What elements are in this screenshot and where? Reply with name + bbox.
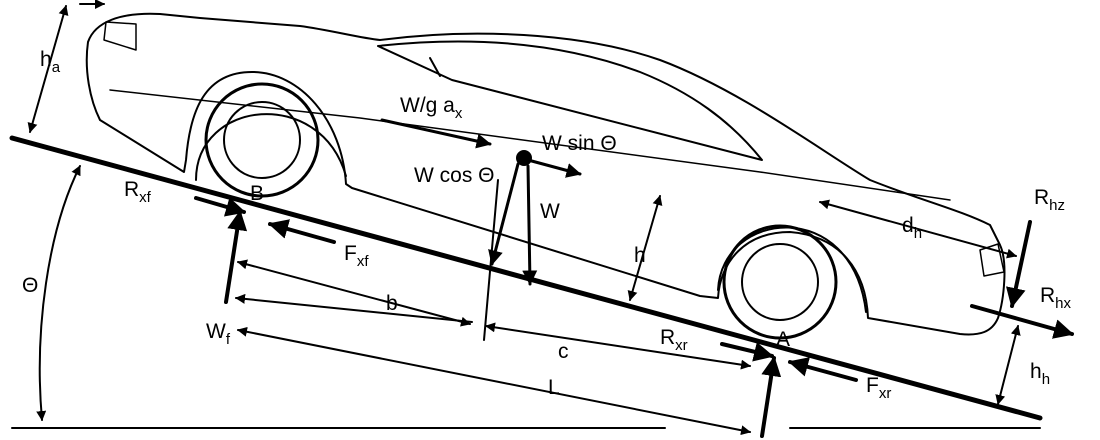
wf-label: Wf bbox=[206, 320, 231, 348]
front-fender-arch bbox=[195, 113, 347, 181]
h-label: h bbox=[634, 244, 646, 267]
rxf-label: Rxf bbox=[124, 178, 152, 206]
theta-label: Θ bbox=[22, 274, 38, 297]
point-a-label: A bbox=[776, 328, 790, 351]
fxr-label: Fxr bbox=[866, 374, 891, 402]
front-wheel bbox=[204, 82, 320, 198]
inertia-label: W/g ax bbox=[400, 94, 463, 122]
b-label: b bbox=[386, 292, 398, 315]
front-contact-forces: Rxf B Fxf Wf bbox=[124, 178, 369, 348]
rxr-label: Rxr bbox=[660, 326, 688, 354]
point-b-label: B bbox=[250, 182, 264, 205]
rear-contact-forces: Rxr A Fxr bbox=[660, 326, 891, 438]
cg-height-dimension: h bbox=[627, 195, 663, 301]
car-body bbox=[85, 12, 1006, 336]
fxf-label: Fxf bbox=[344, 242, 369, 270]
ha-label: ha bbox=[40, 48, 61, 76]
front-rim bbox=[223, 101, 301, 179]
hh-label: hh bbox=[1030, 360, 1050, 388]
wcos-label: W cos Θ bbox=[414, 164, 495, 187]
L-label: L bbox=[548, 376, 560, 399]
car-window bbox=[377, 40, 763, 161]
center-of-gravity bbox=[516, 150, 532, 166]
theta-angle: Θ bbox=[22, 165, 81, 421]
door-handle bbox=[429, 57, 441, 77]
rear-fender-arch bbox=[717, 226, 867, 313]
car-outline bbox=[85, 12, 1006, 336]
dh-label: dh bbox=[902, 214, 922, 242]
road-incline bbox=[9, 135, 1043, 421]
rear-wheel bbox=[722, 224, 838, 340]
c-label: c bbox=[558, 340, 569, 363]
rear-rim bbox=[741, 243, 819, 321]
car-beltline bbox=[109, 89, 951, 201]
rhx-label: Rhx bbox=[1040, 284, 1072, 312]
ha-dimension: ha bbox=[27, 0, 105, 133]
hitch-forces: dh Rhz Rhx hh bbox=[819, 186, 1074, 405]
wsin-label: W sin Θ bbox=[542, 132, 617, 155]
rear-tire bbox=[722, 224, 838, 340]
w-label: W bbox=[540, 200, 560, 223]
front-tire bbox=[204, 82, 320, 198]
cg-forces: W/g ax W sin Θ W cos Θ W bbox=[380, 94, 617, 286]
rhz-label: Rhz bbox=[1034, 186, 1065, 214]
car-front-detail bbox=[103, 21, 137, 51]
